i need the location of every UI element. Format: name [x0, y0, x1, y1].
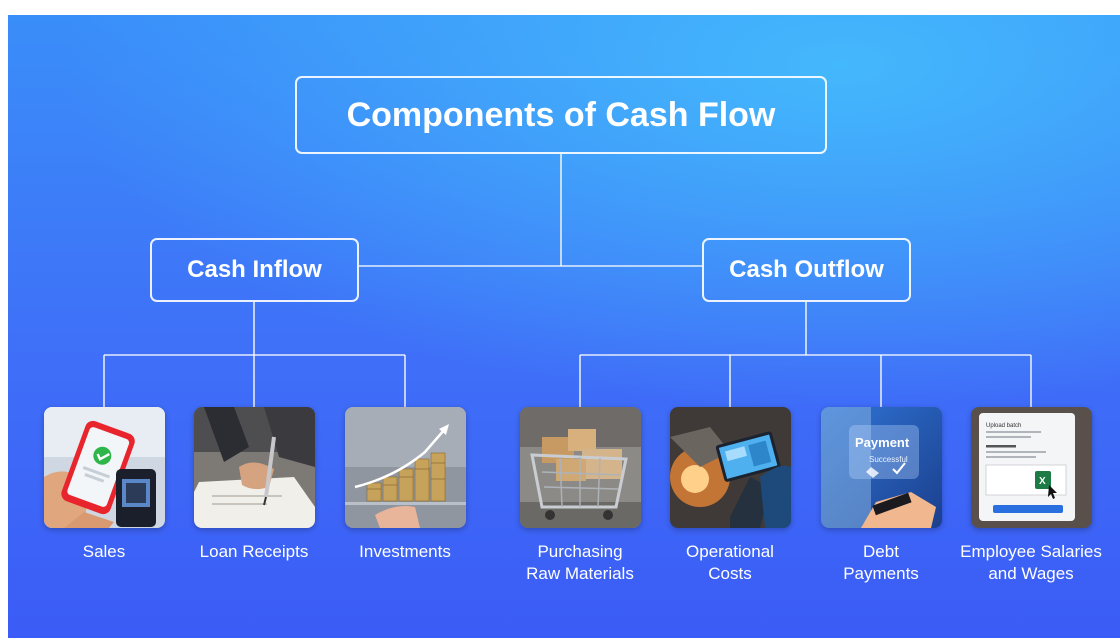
signing-document-icon	[194, 407, 315, 528]
item-label-investments: Investments	[359, 542, 451, 561]
svg-text:Successful: Successful	[869, 455, 908, 464]
connector-lines	[103, 154, 1032, 407]
payment-phone-icon	[44, 407, 165, 528]
item-label-sales: Sales	[82, 542, 126, 561]
item-label-loan-receipts: Loan Receipts	[199, 542, 309, 561]
svg-text:Upload batch: Upload batch	[986, 423, 1021, 429]
factory-tablet-icon	[670, 407, 791, 528]
cash-outflow-node: Cash Outflow	[702, 238, 911, 302]
payment-successful-icon: Payment Successful	[821, 407, 942, 528]
diagram-title: Components of Cash Flow	[295, 76, 827, 154]
shopping-cart-boxes-icon	[520, 407, 641, 528]
svg-text:Payment: Payment	[855, 435, 910, 450]
coin-growth-icon	[345, 407, 466, 528]
cash-inflow-node: Cash Inflow	[150, 238, 359, 302]
spreadsheet-upload-icon: Upload batch X	[971, 407, 1092, 528]
svg-text:X: X	[1039, 476, 1046, 487]
diagram-canvas: Components of Cash Flow Cash Inflow Cash…	[8, 15, 1120, 638]
